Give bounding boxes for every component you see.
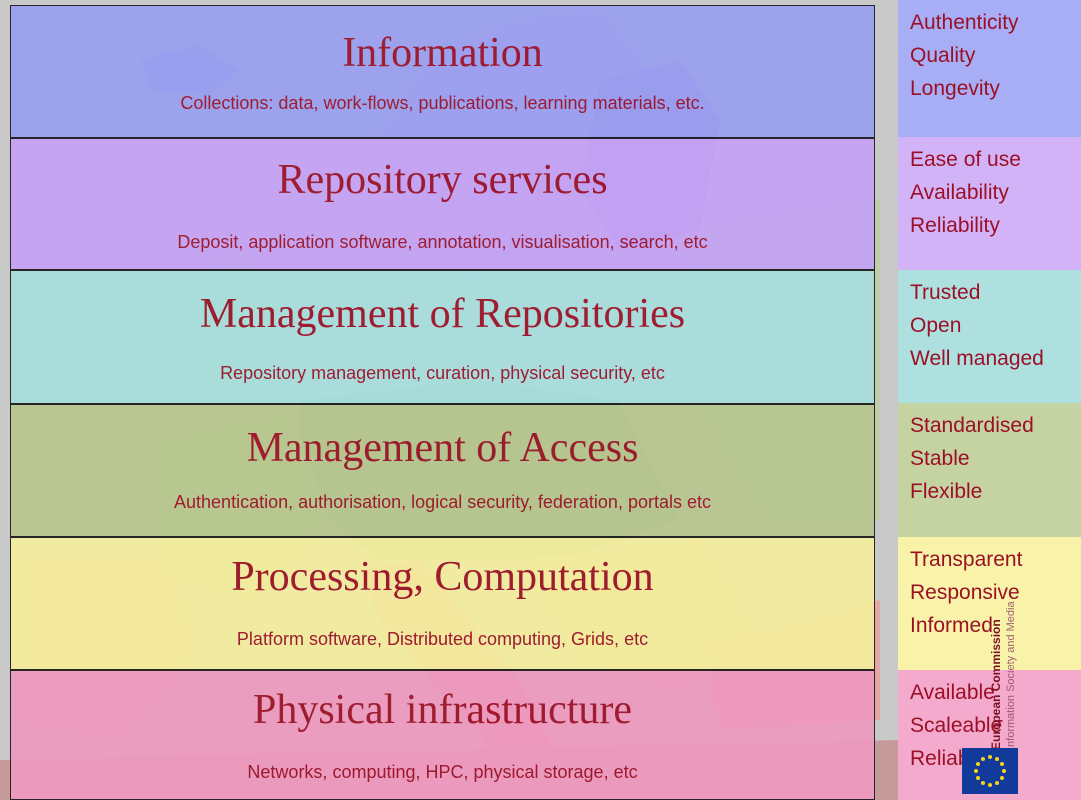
quality-item: Stable	[910, 447, 970, 470]
quality-item: Reliability	[910, 214, 1000, 237]
layer-title: Repository services	[277, 157, 608, 203]
quality-item: Longevity	[910, 77, 1000, 100]
layer-subtitle: Platform software, Distributed computing…	[236, 629, 649, 649]
layer-title: Physical infrastructure	[252, 687, 633, 733]
quality-item: Flexible	[910, 480, 983, 503]
logo-division-text: Information Society and Media	[1005, 601, 1017, 750]
layer-subtitle: Authentication, authorisation, logical s…	[174, 492, 711, 512]
layer-subtitle: Collections: data, work-flows, publicati…	[180, 93, 705, 113]
layer-title: Information	[342, 30, 543, 76]
layer-title: Management of Access	[246, 425, 639, 471]
logo-org-text: European Commission	[989, 619, 1003, 750]
layer-title: Processing, Computation	[231, 554, 654, 600]
quality-item: Ease of use	[910, 148, 1021, 171]
eu-flag-icon	[962, 748, 1018, 794]
quality-item: Trusted	[910, 281, 981, 304]
quality-item: Authenticity	[910, 11, 1019, 34]
quality-item: Quality	[910, 44, 976, 67]
european-commission-logo: European Commission Information Society …	[989, 601, 1017, 750]
quality-item: Standardised	[910, 414, 1034, 437]
quality-item: Available	[910, 681, 995, 704]
quality-item: Transparent	[910, 548, 1023, 571]
quality-item: Availability	[910, 181, 1009, 204]
quality-item: Open	[910, 314, 962, 337]
layer-subtitle: Repository management, curation, physica…	[220, 363, 665, 383]
quality-item: Informed	[910, 614, 993, 637]
eu-stars	[974, 755, 1006, 787]
layer-subtitle: Deposit, application software, annotatio…	[177, 232, 708, 252]
quality-item: Responsive	[910, 581, 1020, 604]
layer-subtitle: Networks, computing, HPC, physical stora…	[247, 762, 638, 782]
quality-item: Scaleable	[910, 714, 1003, 737]
quality-item: Well managed	[910, 347, 1044, 370]
layer-title: Management of Repositories	[199, 291, 686, 337]
